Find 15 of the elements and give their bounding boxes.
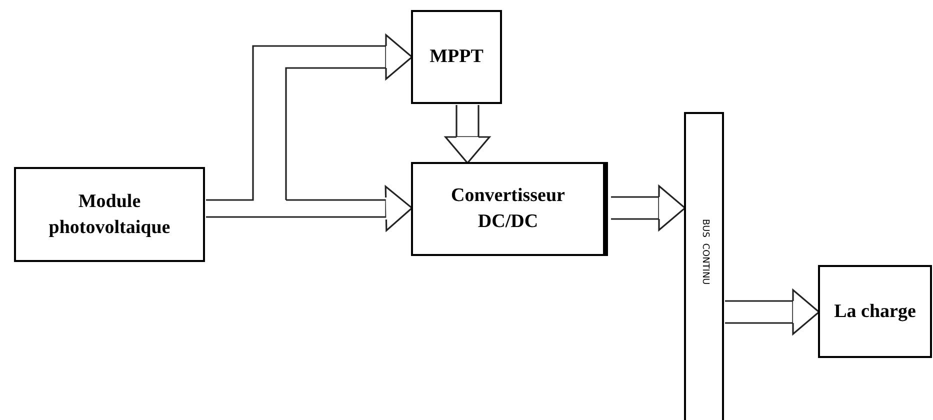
bus-bar	[684, 112, 724, 420]
block-box	[818, 265, 932, 358]
block-label: MPPT	[428, 45, 484, 69]
block-arrow	[206, 186, 413, 232]
block-label: La charge	[833, 300, 917, 324]
block-box	[411, 10, 502, 104]
block-arrow	[610, 185, 686, 231]
block-arrow	[444, 104, 490, 164]
block-arrow	[206, 34, 413, 201]
block-label: Module photovoltaique	[48, 190, 172, 240]
block-arrow	[724, 289, 820, 335]
bus-label: BUS CONTINU	[698, 219, 711, 285]
block-box	[411, 162, 608, 256]
block-box	[14, 167, 205, 262]
block-label: Convertisseur DC/DC	[450, 184, 566, 234]
